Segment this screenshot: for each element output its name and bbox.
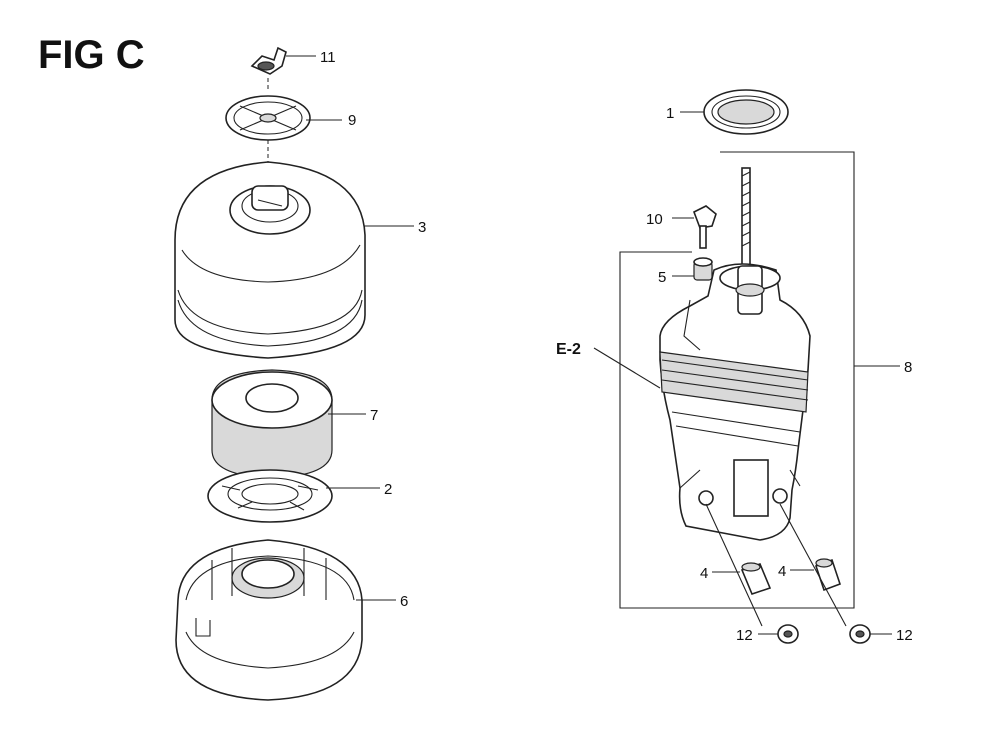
callout-5: 5 [658,269,666,286]
part-5-collar [693,257,713,281]
part-12-nut-b [849,624,871,644]
callout-7: 7 [370,407,378,424]
callout-2: 2 [384,481,392,498]
axis-line [779,503,847,627]
part-7-filter-element [211,369,333,479]
callout-4a: 4 [700,565,708,582]
callout-1: 1 [666,105,674,122]
part-4-dowel-pin-a [740,562,772,595]
callout-11: 11 [320,49,336,66]
group-bracket-8 [619,151,855,609]
figure-title: FIG C [38,33,145,77]
axis-line [705,503,763,627]
part-1-gasket [703,89,789,135]
callout-e2: E-2 [556,341,581,358]
callout-9: 9 [348,112,356,129]
stud-bolt [741,167,751,281]
callout-10: 10 [646,211,663,228]
leader-e2 [593,347,661,389]
callout-12b: 12 [896,627,913,644]
part-11-wing-nut [250,46,287,75]
callout-6: 6 [400,593,408,610]
part-6-cleaner-case [175,539,363,701]
part-8-elbow-body [659,263,811,541]
part-10-bolt [692,205,717,249]
callout-12a: 12 [736,627,753,644]
callout-3: 3 [418,219,426,236]
part-3-cleaner-cover [174,161,366,359]
callout-8: 8 [904,359,912,376]
part-4-dowel-pin-b [814,558,842,592]
callout-4b: 4 [778,563,786,580]
part-9-seal [225,95,311,141]
part-12-nut-a [777,624,799,644]
part-2-base-plate [207,469,333,523]
